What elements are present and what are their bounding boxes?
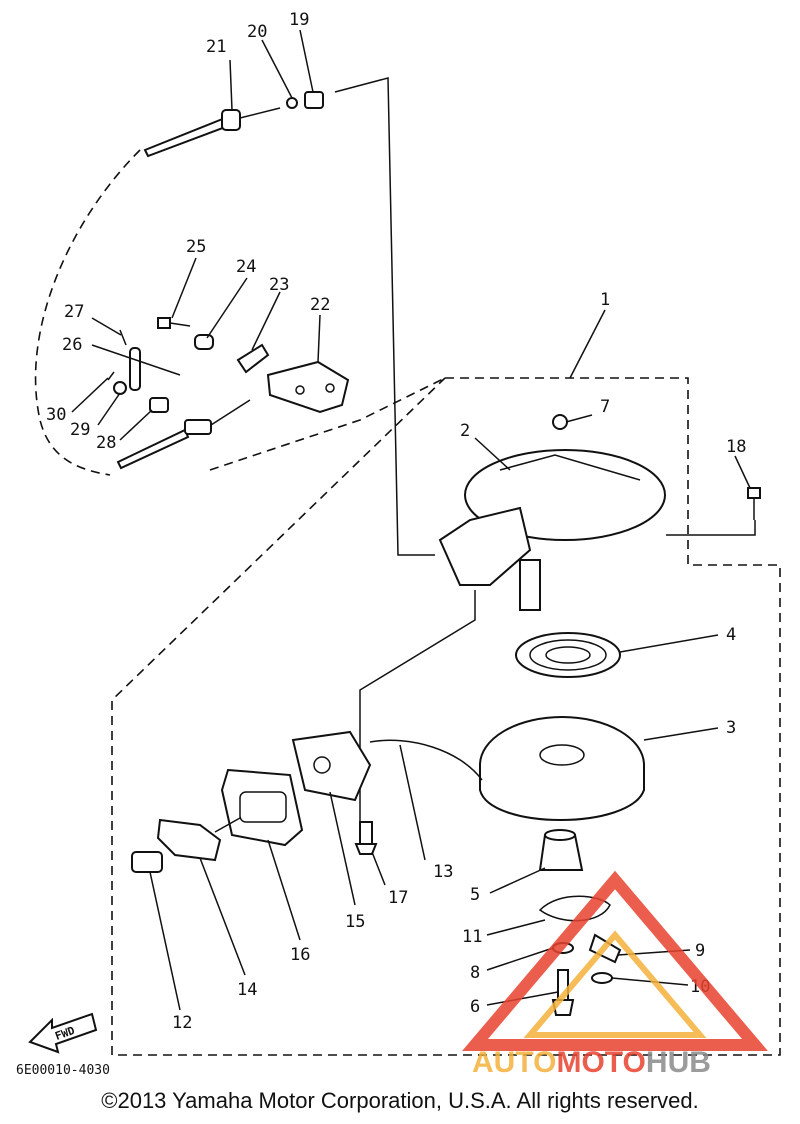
part-28-pin xyxy=(149,397,169,413)
leader-lines xyxy=(71,29,751,1011)
label-30: 30 xyxy=(46,405,66,425)
label-17: 17 xyxy=(388,888,408,908)
svg-text:AUTOMOTOHUB: AUTOMOTOHUB xyxy=(472,1046,711,1079)
watermark-part-moto: MOTO xyxy=(556,1046,645,1079)
part-11-clip xyxy=(538,895,611,922)
label-2: 2 xyxy=(460,421,470,441)
part-2-starter-case xyxy=(438,414,761,611)
label-7: 7 xyxy=(600,397,610,417)
label-20: 20 xyxy=(247,22,267,42)
watermark-part-auto: AUTO xyxy=(472,1046,556,1079)
label-15: 15 xyxy=(345,912,365,932)
lower-cable xyxy=(116,399,251,470)
label-16: 16 xyxy=(290,945,310,965)
cable-route-dash xyxy=(209,377,446,471)
label-25: 25 xyxy=(186,237,206,257)
part-3-pulley xyxy=(369,716,645,821)
part-10-washer xyxy=(591,972,613,984)
part-24-collar xyxy=(194,334,214,350)
watermark-part-hub: HUB xyxy=(646,1046,711,1079)
part-25-bolt xyxy=(157,317,191,329)
assembly-boundary xyxy=(111,377,781,1056)
label-27: 27 xyxy=(64,302,84,322)
label-11: 11 xyxy=(462,927,482,947)
throttle-cable-loop xyxy=(34,149,141,476)
label-22: 22 xyxy=(310,295,330,315)
part-27-clip xyxy=(119,329,127,346)
part-23-lever xyxy=(236,343,270,374)
part-21-cable xyxy=(143,91,324,158)
label-14: 14 xyxy=(237,980,257,1000)
label-26: 26 xyxy=(62,335,82,355)
part-17-bolt xyxy=(354,821,378,855)
part-26-link xyxy=(129,347,141,391)
label-24: 24 xyxy=(236,257,256,277)
part-16-grommet xyxy=(220,768,304,847)
leader-cable-route xyxy=(334,77,435,556)
leader-18 xyxy=(666,520,756,536)
part-12-cap xyxy=(131,851,163,873)
fwd-arrow: FWD xyxy=(28,1012,98,1054)
label-8: 8 xyxy=(470,963,480,983)
label-23: 23 xyxy=(269,275,289,295)
part-30-clip xyxy=(107,371,115,381)
label-29: 29 xyxy=(70,420,90,440)
watermark-logo: AUTOMOTOHUB xyxy=(462,870,768,1079)
label-12: 12 xyxy=(172,1013,192,1033)
part-14-handle xyxy=(156,817,241,862)
label-9: 9 xyxy=(695,941,705,961)
label-13: 13 xyxy=(433,862,453,882)
leader-link-15 xyxy=(359,590,476,830)
label-6: 6 xyxy=(470,997,480,1017)
part-29-washer xyxy=(113,381,127,395)
copyright-notice: ©2013 Yamaha Motor Corporation, U.S.A. A… xyxy=(101,1088,699,1113)
label-3: 3 xyxy=(726,718,736,738)
part-22-bracket xyxy=(266,360,350,414)
label-1: 1 xyxy=(600,290,610,310)
part-5-bushing xyxy=(538,829,584,871)
drawing-code: 6E00010-4030 xyxy=(16,1063,110,1078)
leader-1 xyxy=(569,309,606,379)
part-4-spring xyxy=(515,632,621,678)
label-4: 4 xyxy=(726,625,736,645)
label-21: 21 xyxy=(206,37,226,57)
label-5: 5 xyxy=(470,885,480,905)
label-18: 18 xyxy=(726,437,746,457)
label-19: 19 xyxy=(289,10,309,30)
label-28: 28 xyxy=(96,433,116,453)
part-15-holder xyxy=(291,730,372,802)
